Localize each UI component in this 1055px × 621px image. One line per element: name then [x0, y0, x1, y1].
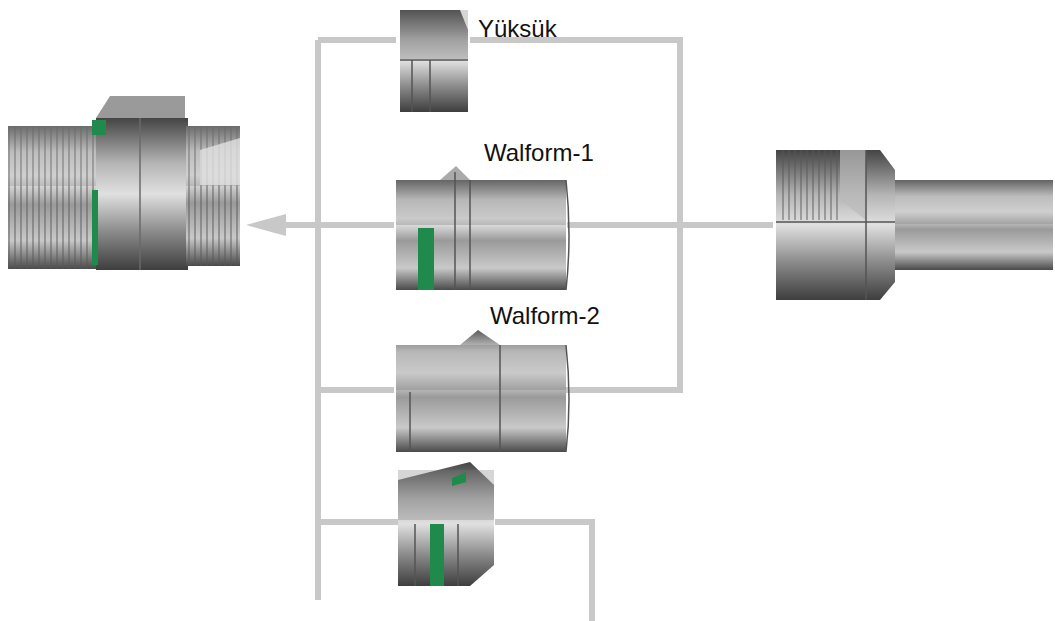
body-fitting — [8, 96, 240, 270]
ring-part — [400, 10, 468, 112]
part-label: Yüksük — [478, 16, 557, 42]
arrow-shaft — [284, 222, 302, 228]
walform-2-part — [396, 330, 569, 452]
bracket-lines — [300, 40, 773, 621]
part-label: Walform-1 — [484, 140, 594, 166]
arrow-head — [246, 214, 286, 236]
part-label: Walform-2 — [490, 303, 600, 329]
seal-ring-part — [398, 462, 494, 586]
walform-1-part — [396, 166, 569, 290]
nut-and-pipe — [776, 150, 1053, 300]
